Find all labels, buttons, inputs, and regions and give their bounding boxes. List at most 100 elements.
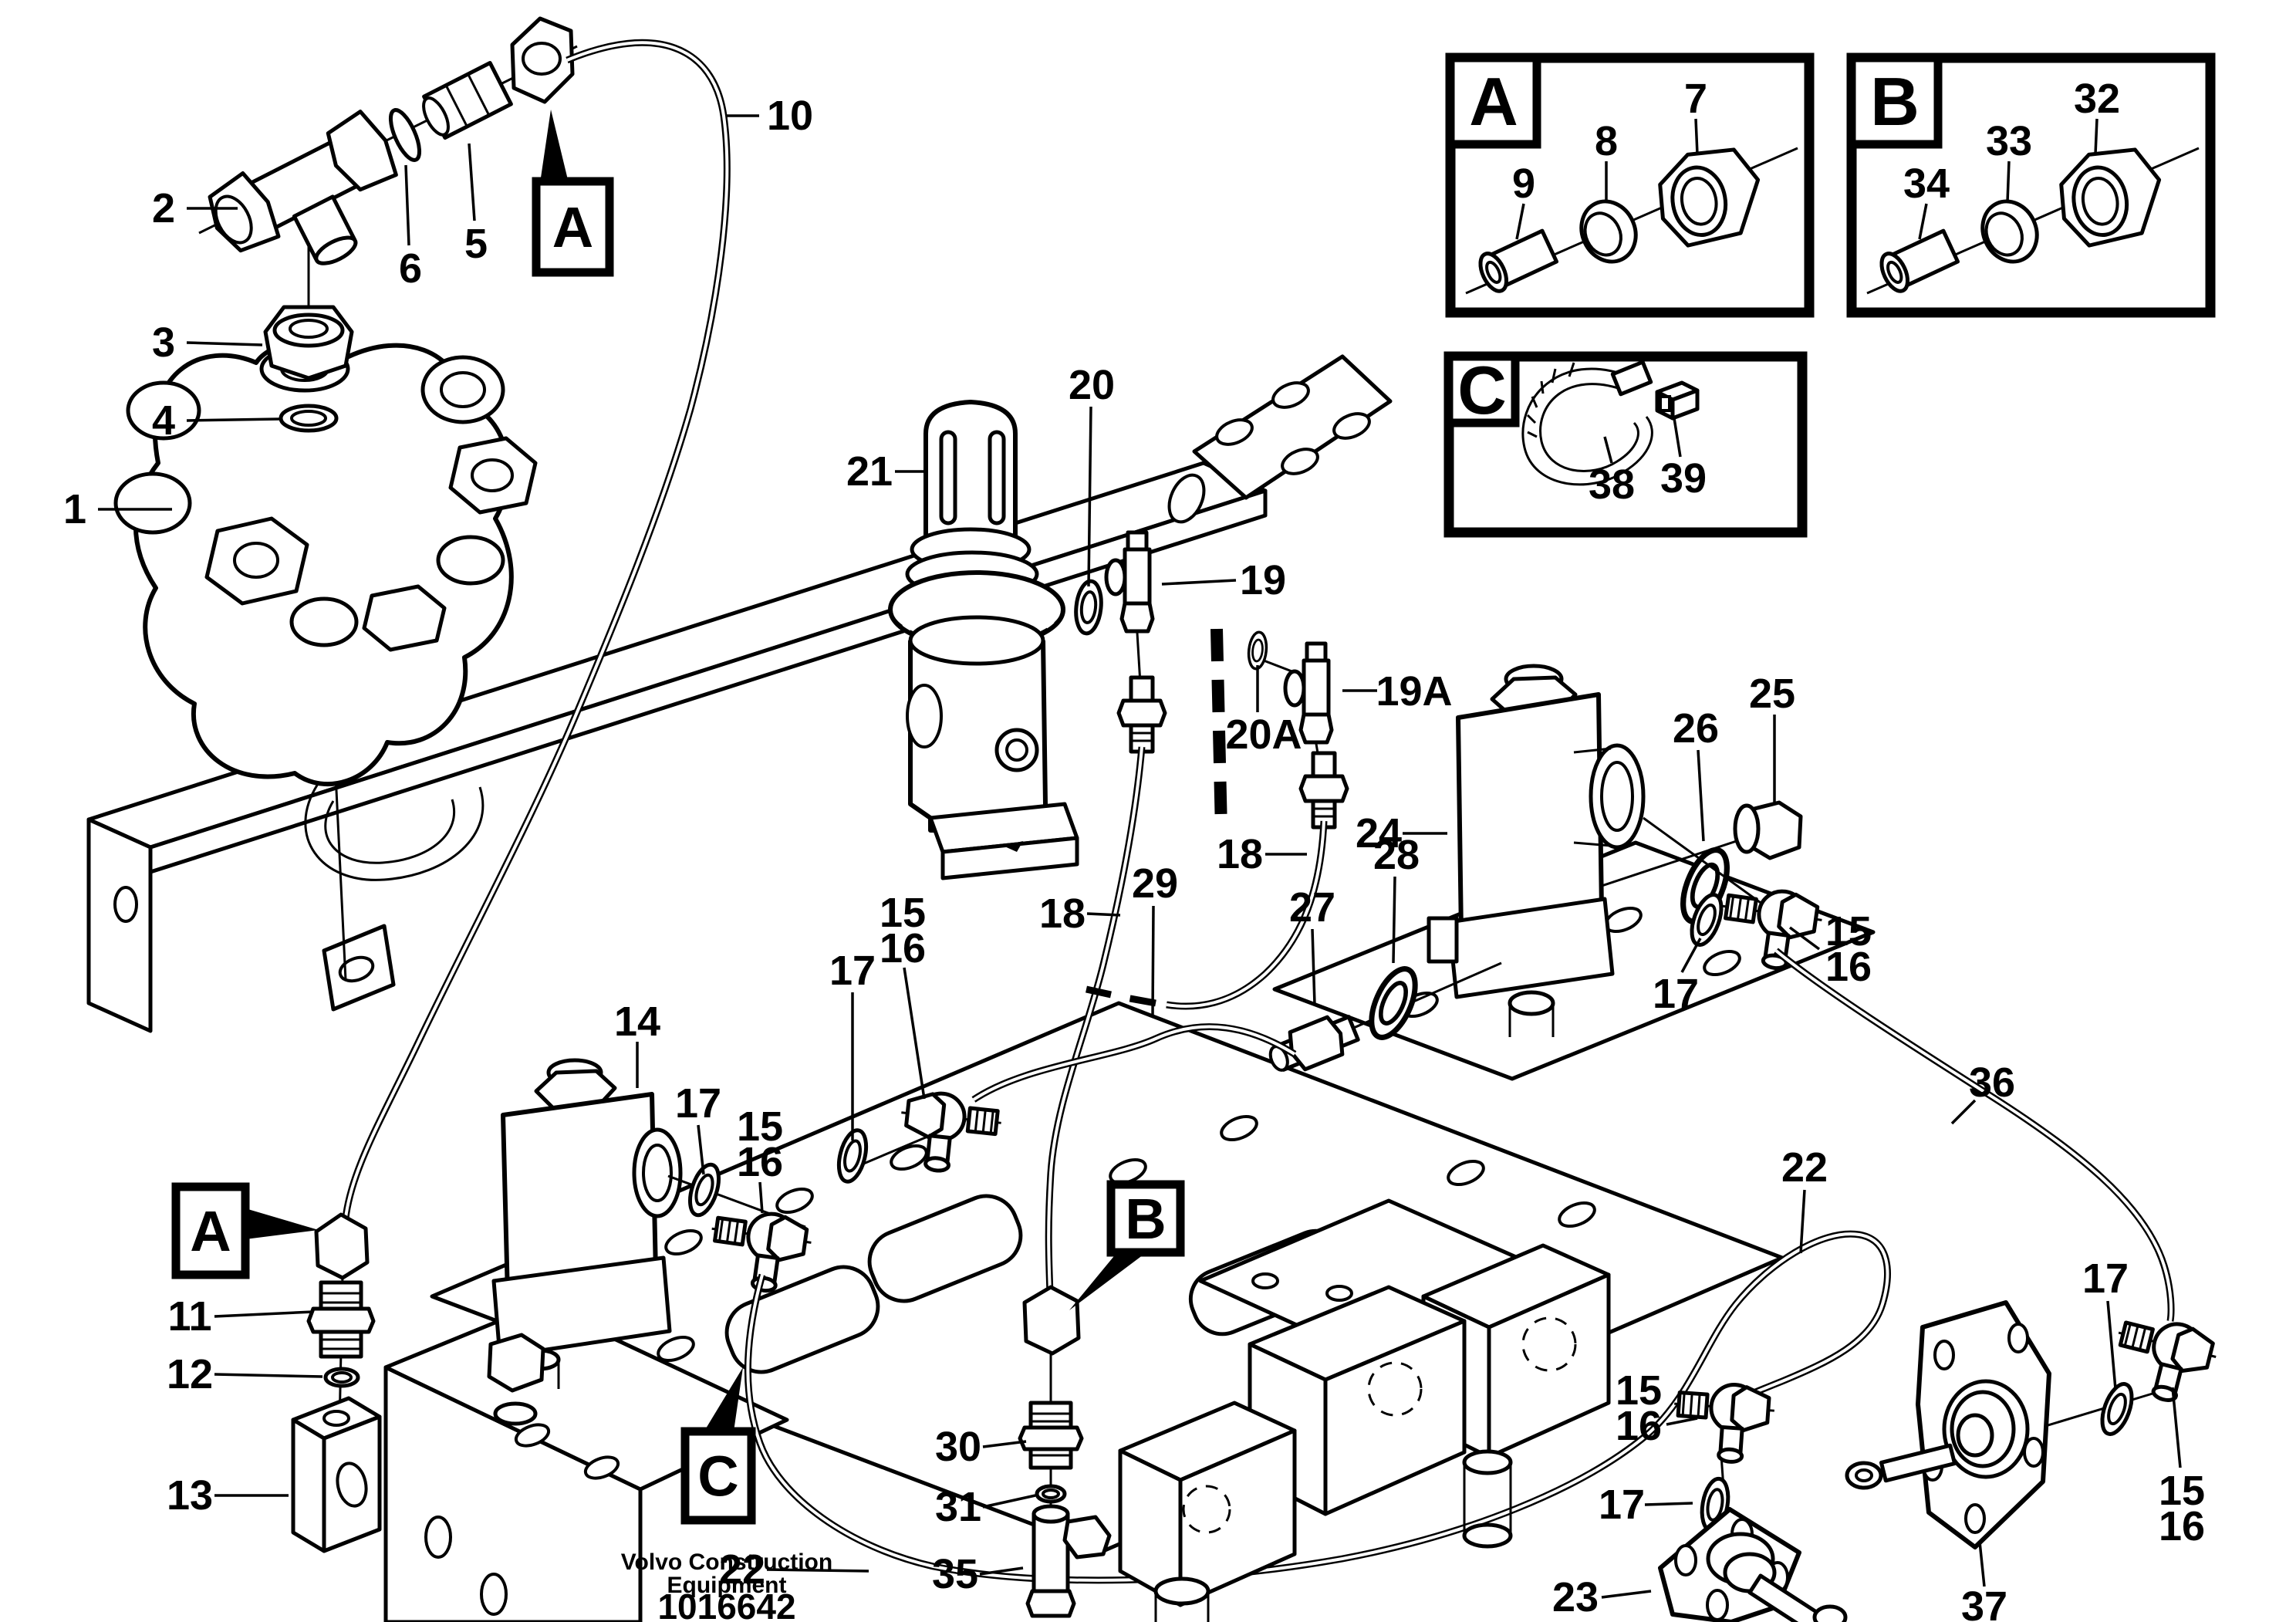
callout-6: 6 — [399, 164, 422, 292]
part-1-distribution-valve — [113, 184, 538, 981]
part-3-nut — [263, 305, 354, 380]
publisher-line-1: Volvo Construction — [621, 1549, 832, 1575]
part-21-regulator — [888, 400, 1079, 880]
callout-17: 17 — [675, 1080, 721, 1175]
part-39-clip — [1655, 380, 1700, 421]
callout-number: 24 — [1356, 810, 1402, 857]
callout-5: 5 — [464, 143, 488, 267]
callout-32: 32 — [2074, 76, 2120, 155]
callout-17: 17 — [2082, 1255, 2129, 1390]
callout-number: 17 — [829, 948, 876, 994]
callout-number: 6 — [399, 245, 422, 292]
callout-38: 38 — [1589, 436, 1635, 508]
callout-number: 21 — [846, 448, 893, 495]
callout-37: 37 — [1961, 1541, 2007, 1622]
hose-10-bottom-nut — [314, 1212, 370, 1280]
callout-number: 13 — [167, 1472, 213, 1519]
hose-18-right — [1086, 820, 1328, 1010]
callout-17: 17 — [829, 948, 876, 1140]
callout-number: 33 — [1986, 118, 2032, 164]
callout-21: 21 — [846, 448, 924, 495]
publisher-block: Volvo Construction Equipment 1016642 — [621, 1549, 832, 1622]
callout-27: 27 — [1289, 884, 1335, 1005]
pipe-29 — [972, 1025, 1296, 1101]
callout-22: 22 — [719, 1546, 869, 1593]
callout-1: 1 — [63, 486, 172, 532]
callout-number: 7 — [1684, 76, 1707, 122]
callout-18: 18 — [1039, 890, 1121, 937]
figure-number: 1016642 — [657, 1587, 795, 1622]
marker-letter-c: C — [697, 1445, 738, 1509]
callout-number: 26 — [1673, 705, 1719, 752]
callout-number: 17 — [1653, 971, 1699, 1017]
part-35-tee — [1025, 1504, 1112, 1618]
callout-number: 16 — [2159, 1503, 2205, 1549]
part-37-actuator — [1845, 1300, 2221, 1549]
inset-c-parts — [1521, 360, 1700, 486]
callout-number: 30 — [935, 1424, 981, 1470]
callout-35: 35 — [932, 1551, 1024, 1597]
callout-23: 23 — [1552, 1574, 1652, 1620]
callout-number: 4 — [152, 397, 175, 444]
hose-22 — [744, 1230, 1891, 1584]
callout-number: 16 — [1825, 944, 1872, 990]
part-30-nipple — [1018, 1401, 1084, 1470]
part-23-actuator — [1658, 1380, 1848, 1622]
callout-10: 10 — [727, 93, 813, 139]
callout-number: 15 — [737, 1103, 783, 1150]
callout-number: 18 — [1039, 890, 1086, 937]
callout-9: 9 — [1512, 161, 1535, 240]
inset-letter-c: C — [1457, 352, 1507, 428]
callout-22: 22 — [1781, 1144, 1828, 1254]
inset-letter-b: B — [1870, 63, 1920, 140]
callout-number: 22 — [1781, 1144, 1828, 1191]
marker-a-1: A — [171, 1182, 319, 1279]
callout-number: 17 — [675, 1080, 721, 1127]
callout-7: 7 — [1684, 76, 1707, 155]
callout-number: 15 — [1825, 908, 1872, 955]
marker-c-3: C — [680, 1367, 756, 1525]
callout-number: 37 — [1961, 1583, 2007, 1622]
callout-19A: 19A — [1342, 668, 1453, 715]
part-34-sleeve — [1879, 228, 1960, 293]
inset-box-c: C — [1443, 351, 1808, 538]
callout-20: 20 — [1069, 362, 1115, 587]
callout-number: 38 — [1589, 461, 1635, 508]
callout-number: 35 — [932, 1551, 978, 1597]
callout-24: 24 — [1356, 810, 1447, 857]
callout-number: 20 — [1069, 362, 1115, 408]
callout-number: 27 — [1289, 884, 1335, 931]
part-38-cable-tie — [1521, 360, 1653, 486]
callout-4: 4 — [152, 397, 280, 444]
publisher-line-2: Equipment — [667, 1573, 787, 1598]
hose-18-end-nut — [1022, 1285, 1081, 1356]
part-2-tee-fitting-group — [198, 16, 578, 433]
callouts-layer: 2346510121201919A20A18182426252827291715… — [63, 76, 2205, 1622]
callout-number: 25 — [1749, 671, 1795, 717]
inset-a-parts — [1465, 147, 1798, 295]
callout-8: 8 — [1595, 118, 1618, 202]
callout-26: 26 — [1673, 705, 1719, 842]
callout-number: 16 — [1616, 1403, 1662, 1449]
callout-31: 31 — [935, 1484, 1036, 1530]
callout-17: 17 — [1599, 1482, 1693, 1528]
part-24-solenoid-valve — [1427, 664, 1803, 1037]
callout-number: 15 — [2159, 1468, 2205, 1514]
marker-letter-b: B — [1125, 1187, 1166, 1251]
callout-2: 2 — [152, 185, 238, 231]
part-25-plug — [1733, 800, 1803, 860]
inset-box-b: B — [1846, 52, 2216, 318]
marker-b-2: B — [1069, 1180, 1185, 1310]
callout-number: 2 — [152, 185, 175, 231]
callout-number: 19A — [1376, 668, 1452, 715]
part-11-nipple — [306, 1280, 376, 1359]
callout-number: 17 — [1599, 1482, 1645, 1528]
hose-10 — [341, 39, 731, 1226]
callout-number: 12 — [167, 1351, 213, 1397]
hose-18-left — [1045, 746, 1146, 1296]
callout-number: 28 — [1373, 832, 1420, 878]
